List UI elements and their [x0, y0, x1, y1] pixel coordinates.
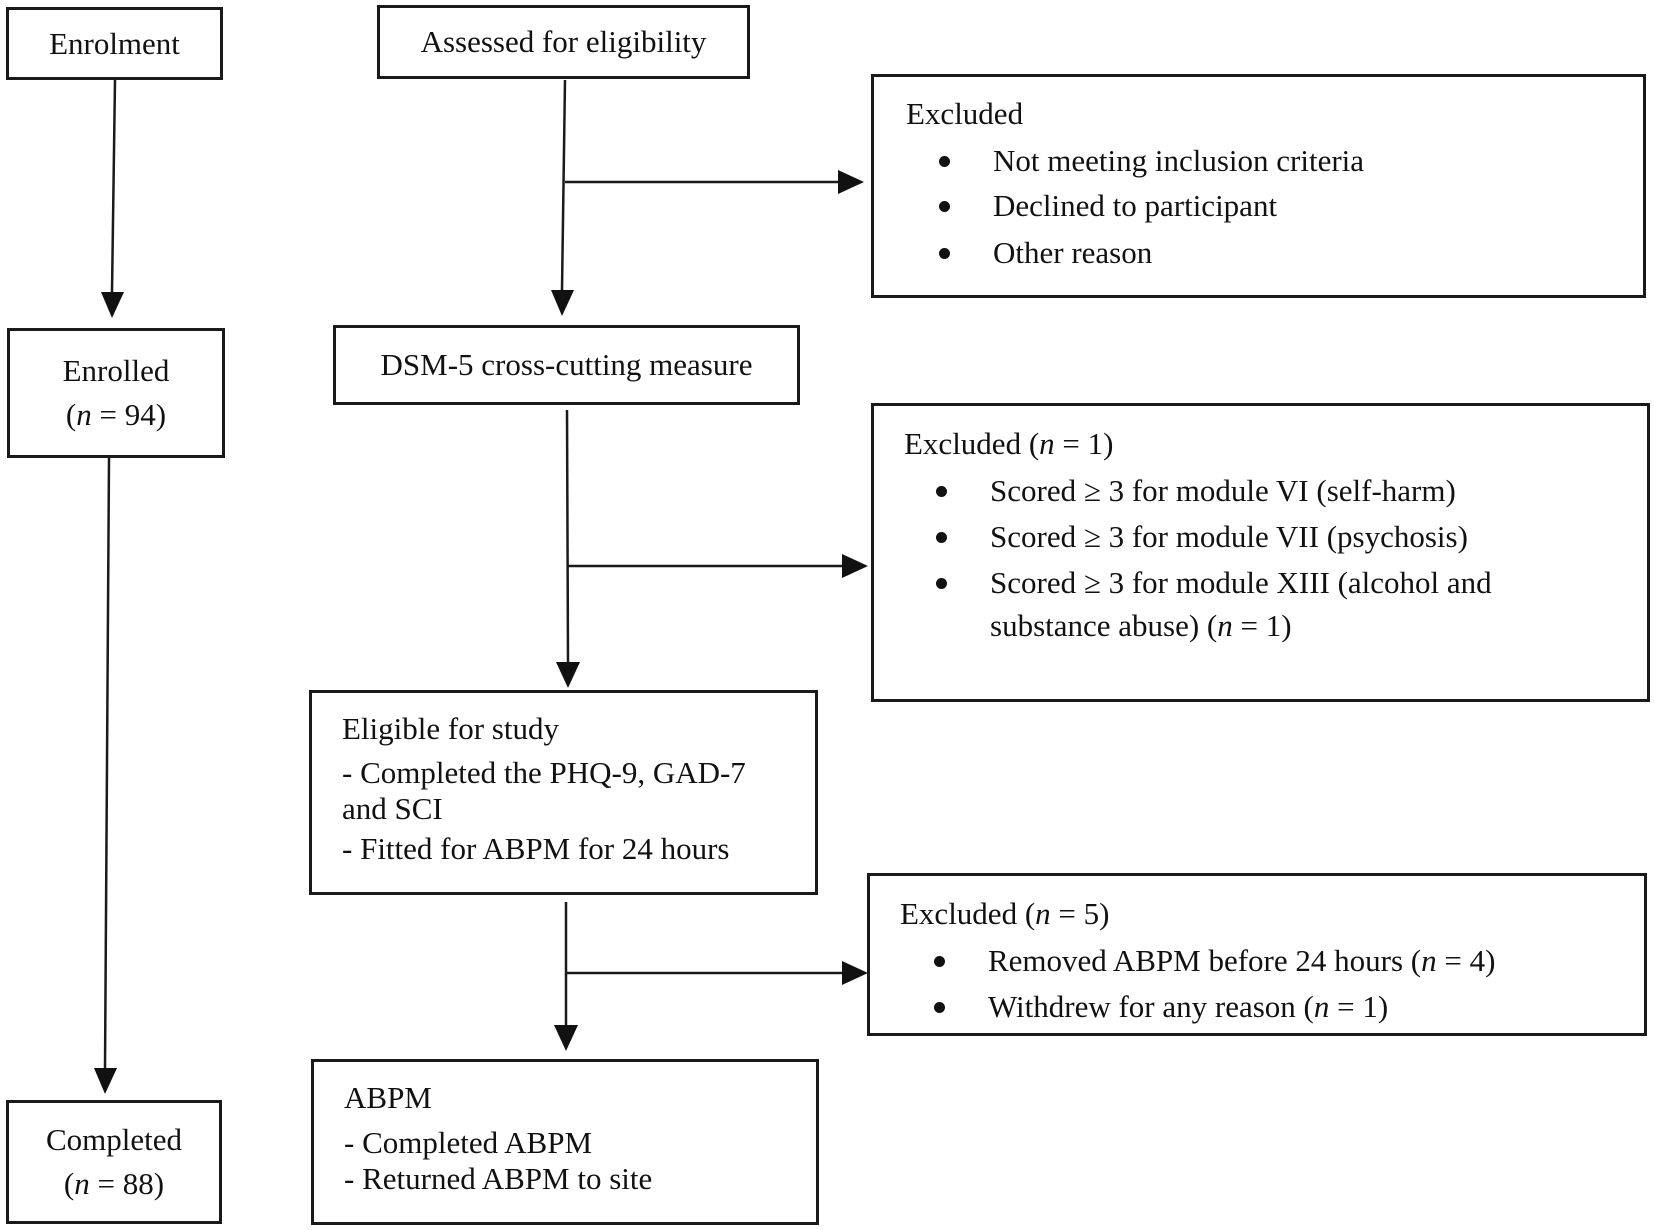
eligible-item-1: - Completed the PHQ-9, GAD-7 [342, 755, 746, 790]
arrowhead-to-eligible [556, 662, 580, 688]
bullet-icon [936, 578, 947, 589]
bullet-icon [939, 156, 950, 167]
abpm-item-1: - Completed ABPM [344, 1125, 593, 1160]
excluded-1-item-2: Declined to participant [993, 188, 1278, 223]
bullet-icon [939, 248, 950, 259]
excluded-2-item-1: Scored ≥ 3 for module VI (self-harm) [990, 473, 1456, 508]
excluded-2-title: Excluded (n = 1) [904, 426, 1114, 461]
excluded-1-title: Excluded [906, 96, 1024, 131]
excluded-3-item-2: Withdrew for any reason (n = 1) [988, 989, 1389, 1024]
enrolment-box: Enrolment [6, 7, 223, 80]
bullet-icon [939, 201, 950, 212]
excluded-3-item-1: Removed ABPM before 24 hours (n = 4) [988, 943, 1496, 978]
excluded-2-item-3: Scored ≥ 3 for module XIII (alcohol and [990, 565, 1492, 600]
arrowhead-to-excluded-2 [842, 554, 868, 578]
excluded-box-2: Excluded (n = 1) Scored ≥ 3 for module V… [871, 403, 1650, 702]
excluded-1-item-3: Other reason [993, 235, 1153, 270]
abpm-title: ABPM [344, 1080, 432, 1115]
eligible-item-1-cont: and SCI [342, 791, 443, 826]
arrowhead-to-excluded-3 [842, 961, 868, 985]
excluded-1-item-1: Not meeting inclusion criteria [993, 143, 1365, 178]
eligible-item-2: - Fitted for ABPM for 24 hours [342, 831, 730, 866]
completed-label: Completed [45, 1122, 183, 1157]
bullet-icon [936, 486, 947, 497]
completed-box: Completed (n = 88) [6, 1100, 222, 1224]
enrolment-label: Enrolment [49, 25, 180, 61]
bullet-icon [936, 532, 947, 543]
dsm5-label: DSM-5 cross-cutting measure [380, 347, 753, 382]
arrowhead-to-completed [94, 1068, 117, 1094]
abpm-box: ABPM - Completed ABPM - Returned ABPM to… [311, 1059, 819, 1225]
enrolled-label: Enrolled [62, 353, 170, 388]
arrowhead-to-excluded-1 [838, 170, 864, 194]
arrowhead-to-abpm [554, 1025, 578, 1051]
assessed-label: Assessed for eligibility [420, 24, 707, 59]
enrolled-count: (n = 94) [65, 397, 167, 432]
bullet-icon [934, 1002, 945, 1013]
enrolled-box: Enrolled (n = 94) [7, 328, 225, 458]
eligible-box: Eligible for study - Completed the PHQ-9… [309, 690, 818, 895]
completed-count: (n = 88) [63, 1166, 165, 1201]
abpm-item-2: - Returned ABPM to site [344, 1161, 653, 1196]
bullet-icon [934, 956, 945, 967]
dsm5-box: DSM-5 cross-cutting measure [333, 325, 800, 405]
arrowhead-to-dsm5 [551, 290, 574, 316]
excluded-2-item-3-cont: substance abuse) (n = 1) [990, 608, 1292, 643]
arrowhead-to-enrolled [101, 292, 124, 318]
excluded-2-item-2: Scored ≥ 3 for module VII (psychosis) [990, 519, 1468, 554]
excluded-box-3: Excluded (n = 5) Removed ABPM before 24 … [867, 873, 1647, 1036]
assessed-box: Assessed for eligibility [377, 5, 750, 79]
excluded-3-title: Excluded (n = 5) [900, 896, 1110, 931]
eligible-title: Eligible for study [342, 711, 559, 746]
excluded-box-1: Excluded Not meeting inclusion criteria … [871, 74, 1646, 298]
